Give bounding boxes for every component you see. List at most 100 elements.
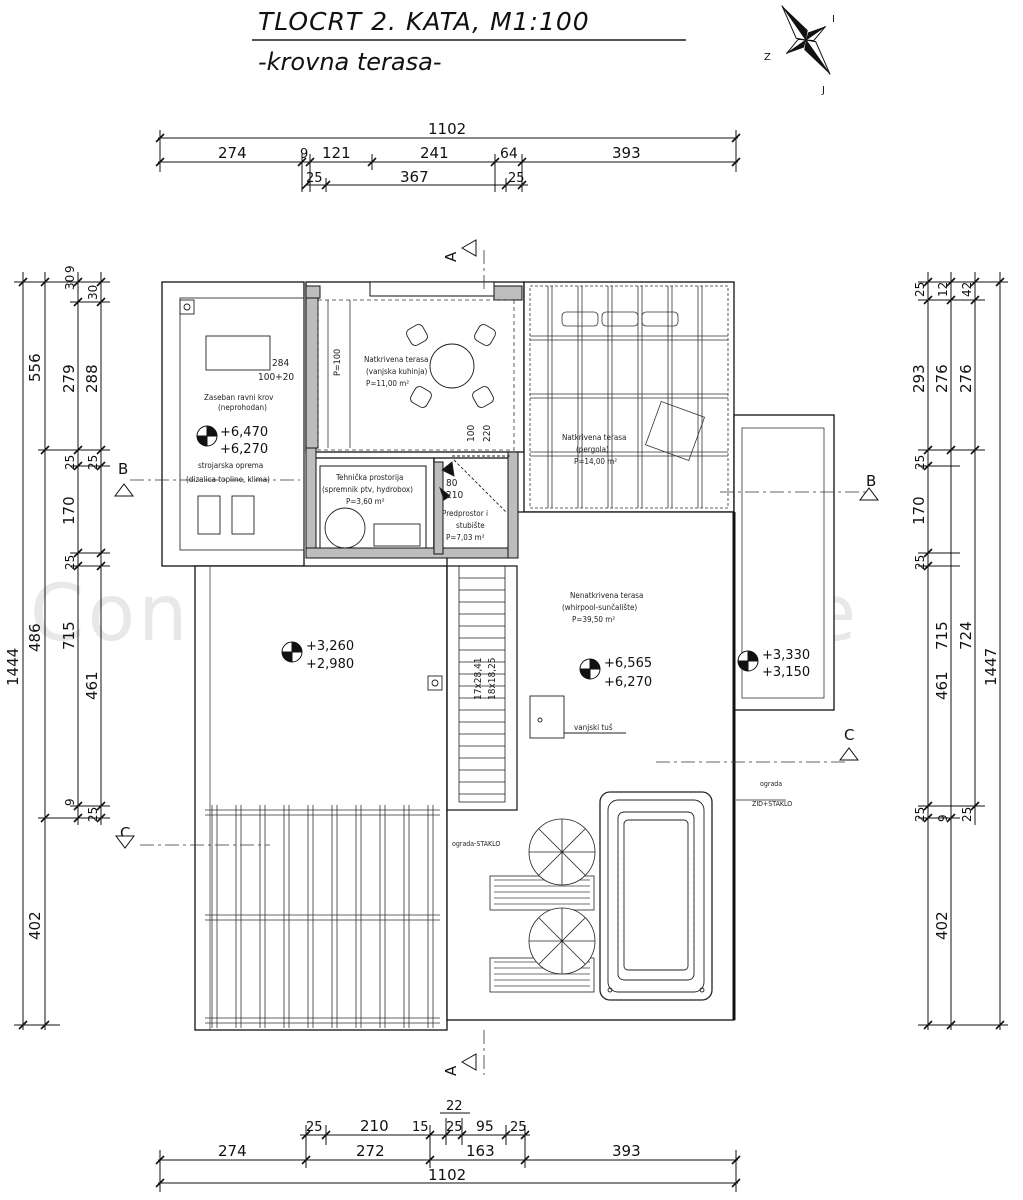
section-marker-a-bottom: A [442, 1053, 477, 1076]
dim-top-274: 274 [218, 144, 247, 162]
section-a-bottom-label: A [442, 1065, 460, 1076]
dim-left-402: 402 [26, 911, 44, 940]
room-roof-name: Zaseban ravni krov [204, 393, 274, 402]
section-marker-b-left: B [114, 460, 134, 497]
level-1-top: +6,470 [220, 425, 268, 440]
staircase [446, 565, 518, 811]
compass-label-i: I [832, 14, 835, 25]
level-marker-icon [737, 650, 759, 672]
dimension-left-ticks [18, 277, 106, 1030]
dim-left-9a: 9 [63, 265, 77, 273]
dim-right-276a: 276 [933, 364, 951, 393]
dim-right-9: 9 [936, 814, 950, 822]
dim-left-1444: 1444 [4, 648, 22, 686]
dim-top-121: 121 [322, 144, 351, 162]
section-b-right-triangle-icon [859, 487, 879, 501]
room-tech-sub: (spremnik ptv, hydrobox) [322, 485, 413, 494]
dim-top-367: 367 [400, 168, 429, 186]
dim-bot-total: 1102 [428, 1166, 466, 1184]
dimension-top [158, 130, 738, 192]
section-c-right-triangle-icon [839, 747, 859, 761]
dim-top-total: 1102 [428, 120, 466, 138]
compass-label-z: Z [764, 52, 771, 63]
lower-terrace-left [194, 565, 448, 1031]
room-tech-name: Tehnička prostorija [335, 472, 403, 482]
label-window-284: 284 [272, 358, 289, 369]
dim-top-64: 64 [500, 146, 518, 162]
dim-left-288: 288 [83, 364, 101, 393]
dimension-right-ticks [923, 277, 1005, 1030]
dim-left-715: 715 [60, 621, 78, 650]
roof-equipment [179, 299, 271, 535]
dimension-bottom-ticks [155, 1130, 741, 1188]
dim-bot-15: 15 [412, 1120, 429, 1135]
dim-left-25b: 25 [63, 555, 77, 570]
dim-bot-25b: 25 [446, 1120, 463, 1135]
dim-bot-25c: 25 [510, 1120, 527, 1135]
label-window-100-20: 100+20 [258, 372, 294, 383]
level-3-top: +6,565 [604, 656, 652, 671]
dim-left-25d: 25 [86, 807, 100, 822]
dim-top-393: 393 [612, 144, 641, 162]
pergola-beams [529, 285, 729, 509]
label-shower: vanjski tuš [574, 722, 613, 732]
kitchen-terrace [305, 281, 525, 453]
dim-left-279: 279 [60, 364, 78, 393]
pergola-lower-left [205, 805, 440, 1028]
dim-bot-163: 163 [466, 1142, 495, 1160]
section-a-top-triangle-icon [460, 239, 477, 257]
section-c-left-label: C [120, 824, 130, 842]
dim-left-556: 556 [26, 353, 44, 382]
room-hall-sub: stubište [456, 520, 485, 530]
dim-left-461: 461 [83, 671, 101, 700]
section-marker-c-right: C [839, 726, 859, 761]
section-marker-b-right: B [859, 472, 879, 501]
equipment-line-1: strojarska oprema [198, 461, 263, 470]
label-80: 80 [446, 478, 458, 489]
room-kitchen-sub: (vanjska kuhinja) [366, 367, 428, 376]
section-b-left-triangle-icon [114, 483, 134, 497]
dim-bot-393: 393 [612, 1142, 641, 1160]
label-fence-glass: ograda-STAKLO [452, 840, 500, 848]
technical-room [311, 457, 435, 555]
dim-right-276b: 276 [957, 364, 975, 393]
level-4-bottom: +3,150 [762, 665, 810, 680]
label-210: 210 [446, 490, 463, 501]
pergola-terrace [523, 281, 735, 513]
label-fence-wall-1: ograda [760, 780, 782, 788]
dim-bot-25a: 25 [306, 1120, 323, 1135]
dim-right-42: 42 [960, 282, 974, 297]
room-terrace-name: Nenatkrivena terasa [570, 591, 643, 600]
level-marker-icon [281, 641, 303, 663]
section-lines [130, 250, 866, 1075]
dim-right-293: 293 [910, 364, 928, 393]
dim-right-1447: 1447 [982, 648, 1000, 686]
dining-table-icon [406, 324, 496, 408]
shower-icon [529, 695, 626, 739]
room-terrace-area: P=39,50 m² [572, 615, 615, 624]
drain-icon [427, 675, 443, 691]
dim-bot-95: 95 [476, 1119, 494, 1135]
tech-equipment [324, 455, 510, 549]
room-hall-name: Predprostor i [442, 509, 488, 518]
section-b-right-label: B [866, 472, 876, 490]
compass-label-j: J [821, 85, 825, 96]
dim-top-25b: 25 [508, 171, 525, 186]
dim-left-30a: 30 [63, 275, 77, 290]
section-marker-c-left: C [115, 824, 135, 849]
stairs-label-1: 17x28,41 [473, 657, 484, 700]
dim-right-25b: 25 [913, 455, 927, 470]
room-kitchen-name: Natkrivena terasa [364, 355, 428, 364]
dim-bot-272: 272 [356, 1142, 385, 1160]
room-pergola-sub: (pergola) [576, 445, 609, 454]
level-4-top: +3,330 [762, 648, 810, 663]
dim-top-241: 241 [420, 144, 449, 162]
room-pergola-name: Natkrivena terasa [562, 433, 626, 442]
dimension-right [918, 272, 1008, 1030]
dim-left-170: 170 [60, 496, 78, 525]
dim-right-402: 402 [933, 911, 951, 940]
room-tech-area: P=3,60 m² [346, 497, 385, 506]
level-marker-icon [579, 658, 601, 680]
room-roof-sub: (neprohodan) [218, 403, 267, 412]
label-220: 220 [482, 425, 493, 442]
